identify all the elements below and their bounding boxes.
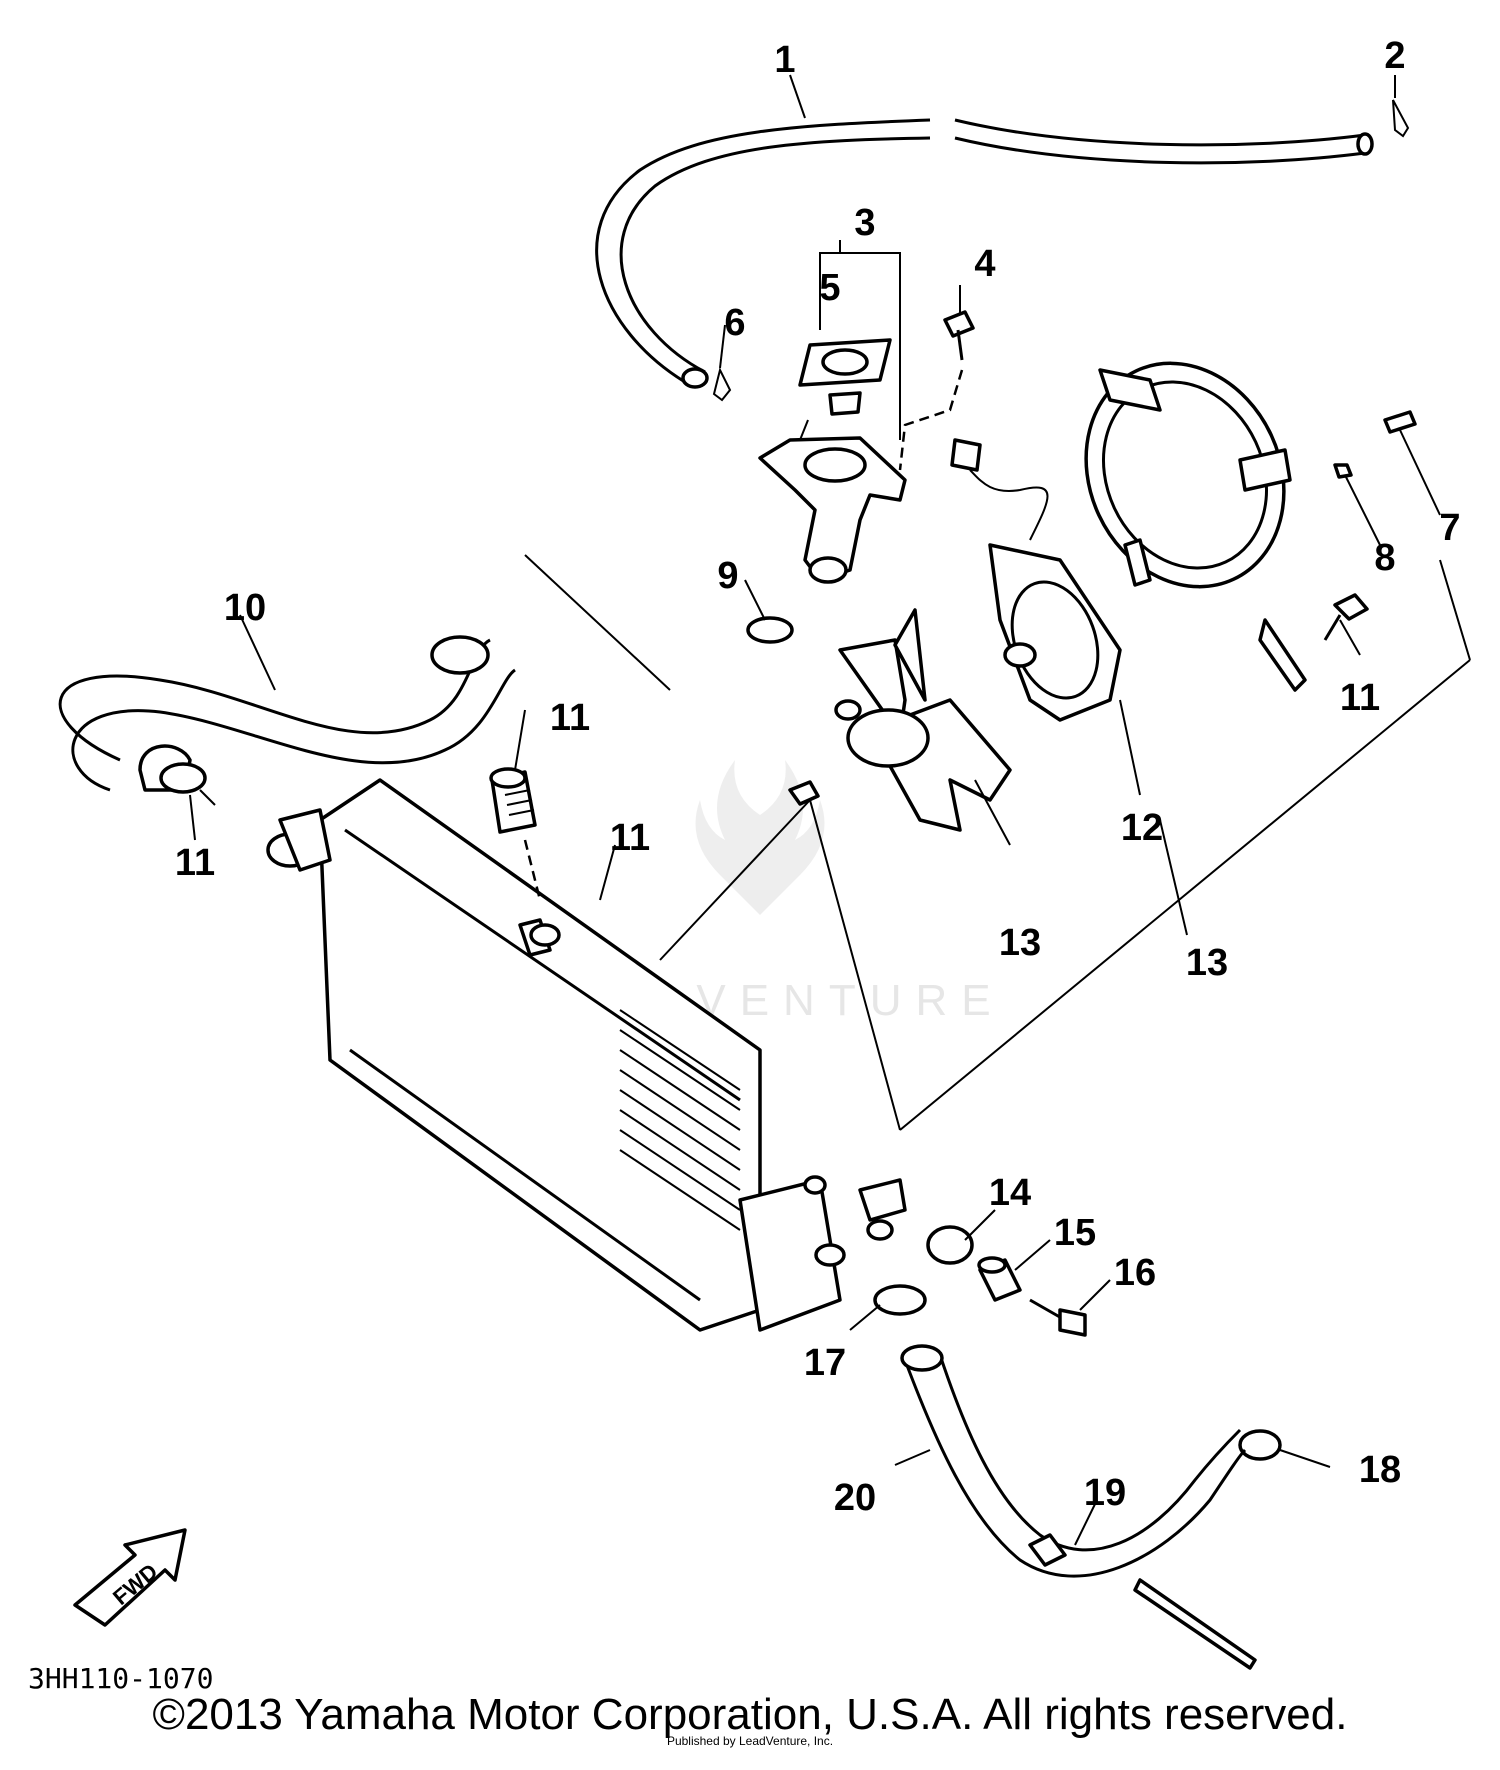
collar-icon (977, 1256, 1022, 1302)
part-label-14: 11 (550, 697, 590, 739)
hose-clip-icon (712, 367, 732, 402)
filler-neck (758, 338, 907, 584)
part-labels: 1 2 3 4 5 6 7 8 9 10 11 11 11 11 12 13 1… (175, 35, 1461, 1519)
radiator-core-fins (619, 1009, 741, 1231)
part-label-11: 11 (175, 842, 215, 884)
part-label-5: 7 (1439, 507, 1460, 549)
part-label-13: 2 (1384, 35, 1405, 77)
bolt-icon (1383, 410, 1417, 434)
grommet-icon (926, 1225, 974, 1265)
fan-shroud (1084, 361, 1307, 692)
hose-band-icon (1028, 1533, 1257, 1670)
hose-clamp-icon (159, 762, 207, 794)
fan-motor (950, 438, 1122, 722)
screw-icon (788, 780, 820, 806)
bolt-icon (1323, 593, 1369, 641)
copyright-notice: ©2013 Yamaha Motor Corporation, U.S.A. A… (152, 1690, 1348, 1739)
hose-clamp-icon (746, 616, 794, 644)
part-label-4: 13 (999, 922, 1041, 964)
watermark-logo-icon (695, 760, 825, 915)
part-label-19: 20 (834, 1477, 876, 1519)
part-label-9: 5 (819, 267, 840, 309)
diagram-code: 3HH110-1070 (28, 1662, 213, 1695)
hose-clip-icon (1392, 99, 1410, 138)
nut-icon (1333, 463, 1353, 479)
lower-radiator-hose (900, 1344, 1247, 1578)
part-label-11: 17 (804, 1342, 846, 1384)
part-label-6: 8 (1374, 537, 1395, 579)
radiator (266, 778, 907, 1332)
upper-radiator-hose (58, 635, 516, 792)
scan-credit: Published by LeadVenture, Inc. (667, 1734, 833, 1748)
part-label-15: 14 (989, 1172, 1031, 1214)
part-label-16: 15 (1054, 1212, 1096, 1254)
part-label-2: 13 (1186, 942, 1228, 984)
leader-lines (189, 74, 1471, 1546)
part-label-1: 11 (610, 817, 650, 859)
part-label-13: 6 (724, 302, 745, 344)
forward-direction-arrow: FWD (73, 1528, 187, 1627)
drain-plug-icon (489, 767, 537, 834)
part-label-10: 4 (974, 243, 995, 285)
hose-clamp-icon (1238, 1429, 1282, 1461)
part-label-8: 3 (854, 202, 875, 244)
part-label-20: 19 (1084, 1472, 1126, 1514)
part-label-7: 11 (1340, 677, 1380, 719)
fan-blade (834, 608, 1012, 832)
bolt-icon (1029, 1298, 1087, 1337)
bolt-icon (943, 310, 975, 361)
part-label-12: 1 (774, 39, 795, 81)
part-label-17: 16 (1114, 1252, 1156, 1294)
part-label-11: 18 (1359, 1449, 1401, 1491)
overflow-hose (595, 118, 1374, 389)
hose-clamp-icon (873, 1284, 927, 1316)
part-label-3: 12 (1121, 807, 1163, 849)
part-label-18: 10 (224, 587, 266, 629)
part-label-11: 9 (717, 555, 738, 597)
